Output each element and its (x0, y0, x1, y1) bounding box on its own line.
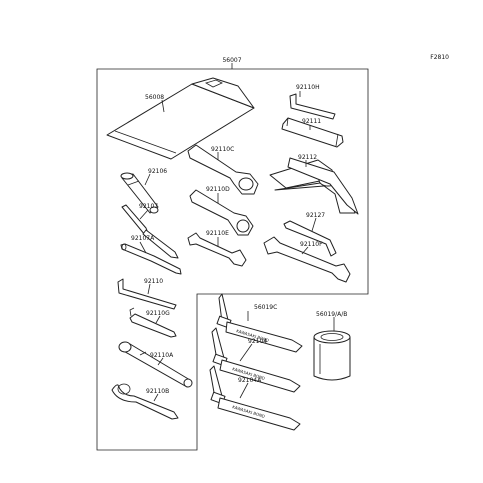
assembly-label: 56007 (222, 57, 241, 64)
leader-92110 (147, 283, 151, 295)
screwdriver-92107 (121, 204, 179, 259)
plug-wrench-92110a (118, 341, 193, 388)
label-92110c: 92110C (211, 146, 234, 153)
label-92110g: 92110G (146, 310, 170, 317)
hex-wrench-92110h (289, 93, 336, 120)
label-92110a: 92110A (150, 352, 174, 359)
open-wrench-92110e (187, 232, 247, 267)
tool-pouch (106, 77, 255, 160)
label-92104a: 92104A (238, 377, 262, 384)
label-56019ab: 56019/A/B (316, 311, 347, 318)
label-92106: 92106 (148, 168, 167, 175)
pin-spanner-92110g (129, 307, 177, 338)
leader-56008 (161, 99, 165, 113)
hex-wrench-92127 (283, 220, 337, 257)
label-92112: 92112 (298, 154, 317, 161)
sealant-tube-92104: KAWASAKI BOND (211, 327, 301, 393)
label-92110h: 92110H (296, 84, 320, 91)
open-wrench-92110f (263, 236, 351, 283)
handle-bar-92111 (281, 117, 344, 148)
label-56008: 56008 (145, 94, 164, 101)
label-92110b: 92110B (146, 388, 169, 395)
leader-92110f (301, 246, 309, 255)
label-92111: 92111 (302, 118, 321, 125)
leader-92106 (144, 173, 151, 186)
leader-92107 (139, 209, 149, 220)
screwdriver-92107a (120, 243, 182, 275)
leader-92110b (153, 393, 159, 402)
leader-92127 (311, 217, 317, 232)
leader-92110a (157, 357, 164, 366)
box-wrench-92110c (187, 144, 259, 195)
label-56019c: 56019C (254, 304, 277, 311)
label-92110d: 92110D (206, 186, 230, 193)
label-92110f: 92110F (300, 241, 323, 248)
label-92107: 92107 (139, 203, 158, 210)
leader-92104 (239, 343, 253, 362)
box-wrench-92110d (189, 189, 254, 236)
hex-wrench-92110 (117, 278, 177, 310)
leader-92110g (155, 315, 161, 324)
label-92104: 92104 (248, 338, 267, 345)
label-92107a: 92107A (131, 235, 155, 242)
plug-socket-92106 (120, 172, 159, 214)
sealant-can-56019ab (313, 330, 351, 381)
pliers-92112 (269, 157, 359, 215)
figure-code: F2810 (430, 54, 449, 61)
label-92127: 92127 (306, 212, 325, 219)
hook-spanner-92110b (111, 383, 179, 420)
assembly-frame (96, 63, 369, 451)
leader-92107a (139, 241, 147, 254)
label-92110: 92110 (144, 278, 163, 285)
sealant-tube-56019c: KAWASAKI BOND (216, 293, 303, 353)
label-92110e: 92110E (206, 230, 229, 237)
leader-92104a (239, 382, 249, 399)
